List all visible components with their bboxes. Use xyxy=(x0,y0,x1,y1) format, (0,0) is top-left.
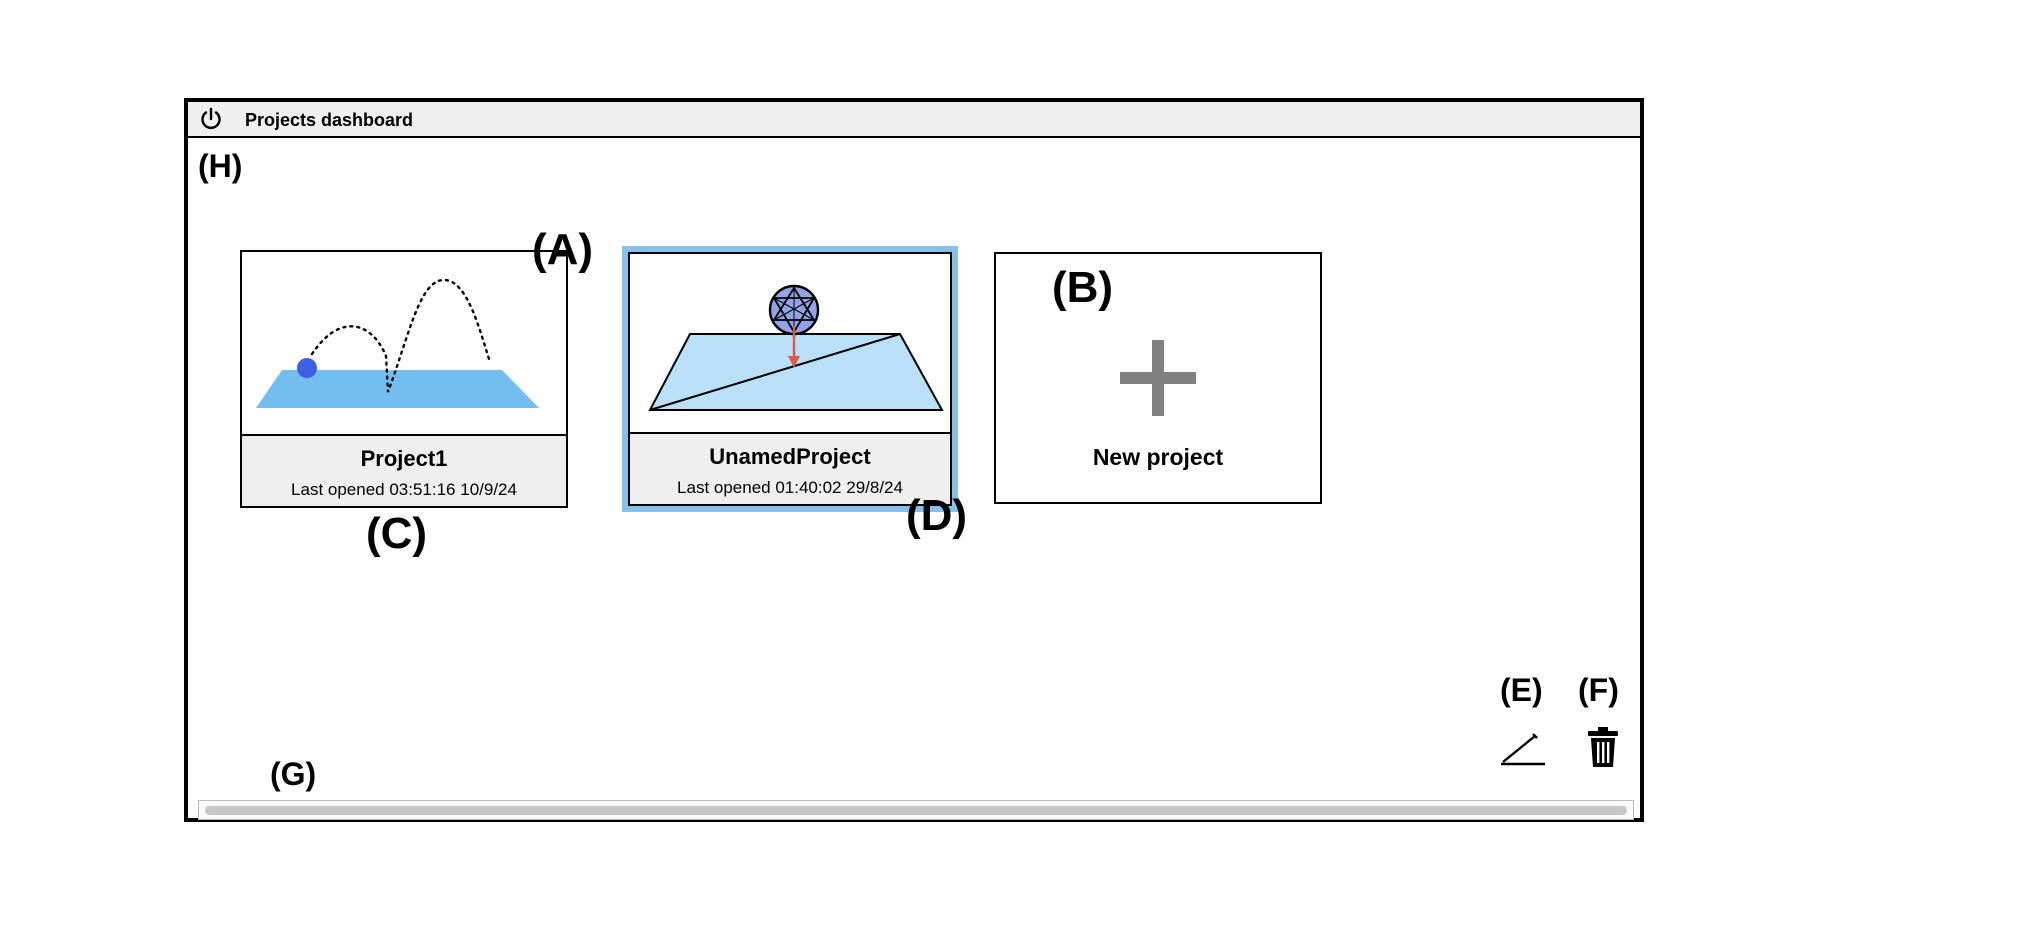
bouncing-ball-thumbnail-icon xyxy=(256,278,539,408)
pencil-icon xyxy=(1501,733,1545,766)
project-thumbnail xyxy=(242,252,566,434)
edit-button[interactable] xyxy=(1498,726,1548,770)
marker-h: (H) xyxy=(198,148,243,184)
projects-dashboard-window: Projects dashboard (H) Project1 Last ope… xyxy=(184,98,1644,822)
title-bar: Projects dashboard xyxy=(188,102,1640,138)
project-card-unamedproject[interactable]: UnamedProject Last opened 01:40:02 29/8/… xyxy=(628,252,952,506)
horizontal-scrollbar[interactable] xyxy=(198,800,1634,820)
scrollbar-thumb[interactable] xyxy=(205,806,1627,815)
project-info: UnamedProject Last opened 01:40:02 29/8/… xyxy=(630,432,950,504)
marker-a: (A) xyxy=(532,225,594,274)
project-last-opened: Last opened 01:40:02 29/8/24 xyxy=(677,478,903,497)
new-project-label: New project xyxy=(1092,444,1224,470)
trash-icon xyxy=(1588,727,1618,767)
marker-f: (F) xyxy=(1578,672,1619,708)
marker-c: (C) xyxy=(366,509,428,558)
delete-button[interactable] xyxy=(1584,724,1622,770)
new-project-button[interactable]: New project xyxy=(994,252,1322,504)
marker-g: (G) xyxy=(270,756,317,792)
project-info: Project1 Last opened 03:51:16 10/9/24 xyxy=(242,434,566,506)
marker-e: (E) xyxy=(1500,672,1543,708)
marker-d: (D) xyxy=(906,491,968,540)
plus-icon xyxy=(1120,340,1196,416)
marker-b: (B) xyxy=(1052,263,1114,312)
window-title: Projects dashboard xyxy=(245,110,414,130)
inclined-plane-thumbnail-icon xyxy=(648,284,944,411)
power-button[interactable] xyxy=(198,106,224,132)
power-icon xyxy=(201,107,221,130)
project-card-project1[interactable]: Project1 Last opened 03:51:16 10/9/24 xyxy=(240,250,568,508)
project-name: UnamedProject xyxy=(709,444,871,469)
project-name: Project1 xyxy=(360,446,448,471)
project-last-opened: Last opened 03:51:16 10/9/24 xyxy=(291,480,517,499)
project-thumbnail xyxy=(630,254,950,436)
